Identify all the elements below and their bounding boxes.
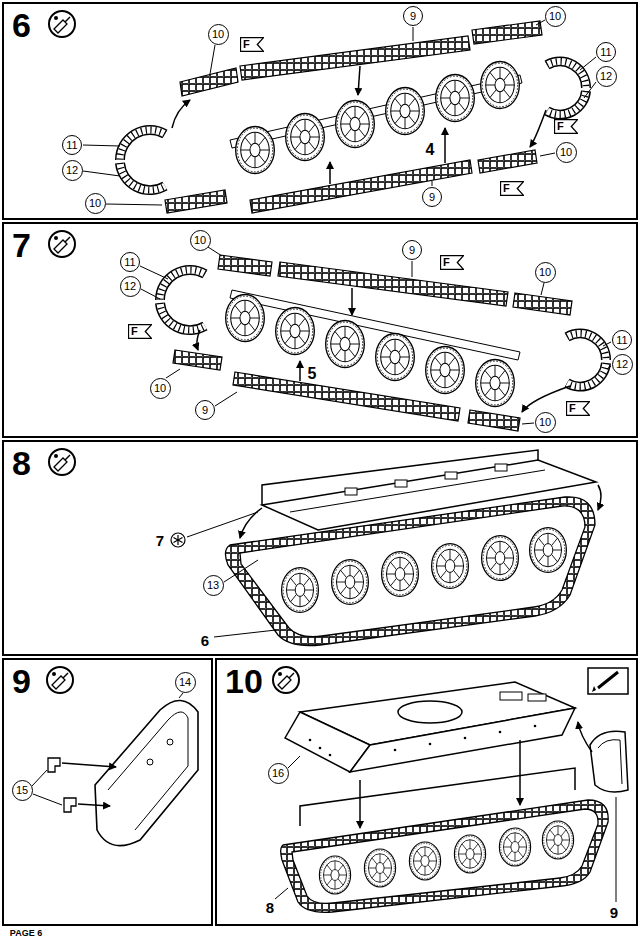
flag-letter: F [240,37,264,52]
step-panel: 7109F111012F1112109F10 [2,222,638,438]
part-reference: 4 [426,142,435,158]
glue-flag: F [440,255,464,270]
step-number: 9 [12,664,31,698]
flag-letter: F [440,255,464,270]
callout-number: 10 [556,142,577,163]
step10-hull-assembly [275,682,628,912]
step9-rear-plate [32,693,198,846]
part-reference: 5 [308,366,317,382]
callout-number: 10 [190,230,211,251]
callout-text: 10 [560,147,572,158]
step-panel: 610F9101112F111012F910 [2,2,638,220]
glue-flag: F [240,37,264,52]
flag-outline [566,401,589,415]
callout-text: 9 [410,11,416,22]
callout-text: 10 [89,198,101,209]
callout-text: 9 [409,245,415,256]
brush-icon [588,668,628,694]
step-panel: 9 14 15 [2,658,213,926]
callout-number: 13 [203,575,224,596]
callout-number: 11 [596,42,616,62]
callout-text: 11 [600,47,611,58]
glue-flag: F [128,324,152,339]
flag-outline [128,324,151,338]
callout-number: 10 [545,6,566,27]
callout-number: 12 [596,66,617,87]
callout-number: 9 [195,400,215,420]
flag-outline [500,181,523,195]
flag-outline [240,37,263,51]
flag-outline [440,255,463,269]
glue-flag: F [554,119,578,134]
callout-text: 16 [272,768,284,779]
callout-number: 12 [612,354,633,375]
callout-text: 11 [124,257,135,268]
step-panel: 10 16 [215,658,638,926]
callout-text: 12 [616,359,628,370]
callout-text: 9 [429,192,435,203]
callout-text: 12 [66,165,78,176]
track-end-links [120,62,606,387]
step8-lower-hull [171,450,601,646]
callout-number: 9 [403,6,423,26]
callout-number: 11 [62,135,82,155]
step-panel: 8 13 [2,440,638,656]
flag-letter: F [500,181,524,196]
callout-number: 11 [612,330,632,350]
callout-number: 9 [422,187,442,207]
callout-text: 10 [539,417,551,428]
step-number: 8 [12,446,31,480]
step-number: 6 [12,8,31,42]
step6-running-gear [165,21,542,213]
callout-text: 15 [16,785,28,796]
callout-text: 10 [194,235,206,246]
step-number: 10 [225,664,263,698]
part-reference: 9 [610,905,618,920]
callout-text: 11 [66,140,77,151]
callout-number: 10 [208,24,229,45]
callout-number: 12 [120,276,141,297]
callout-number: 9 [402,240,422,260]
part-reference: 8 [266,900,274,915]
part-reference: 6 [201,633,209,648]
callout-number: 10 [535,412,556,433]
callout-text: 13 [207,580,219,591]
callout-number: 10 [535,262,556,283]
callout-number: 11 [120,252,140,272]
flag-outline [554,119,577,133]
step7-running-gear [173,255,572,431]
flag-letter: F [566,401,590,416]
callout-text: 14 [179,677,191,688]
glue-flag: F [500,181,524,196]
callout-text: 9 [202,405,208,416]
callout-number: 14 [175,672,196,693]
flag-letter: F [554,119,578,134]
callout-text: 11 [616,335,627,346]
callout-number: 10 [85,193,106,214]
flag-letter: F [128,324,152,339]
part-reference: 7 [156,533,164,548]
step-number: 7 [12,228,31,262]
callout-text: 12 [124,281,136,292]
page-number: PAGE 6 [10,929,42,938]
callout-text: 10 [154,383,166,394]
callout-number: 12 [62,160,83,181]
callout-number: 10 [150,378,171,399]
callout-number: 15 [12,780,33,801]
callout-number: 16 [268,763,289,784]
callout-text: 10 [212,29,224,40]
callout-text: 12 [600,71,612,82]
glue-flag: F [566,401,590,416]
callout-text: 10 [549,11,561,22]
assembly-arrows [172,66,570,412]
callout-text: 10 [539,267,551,278]
